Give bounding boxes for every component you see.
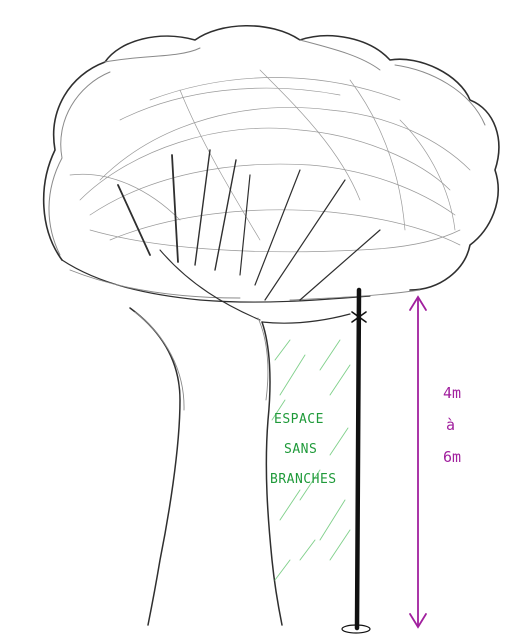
zone-label-line1: ESPACE bbox=[274, 412, 324, 427]
height-label-line3: 6m bbox=[443, 448, 461, 466]
branchless-zone-hatch bbox=[272, 340, 350, 580]
height-label-line2: à bbox=[446, 416, 455, 434]
tree-trunk bbox=[130, 308, 350, 625]
zone-label-line3: BRANCHES bbox=[270, 472, 337, 487]
height-label: 4m à 6m bbox=[443, 384, 461, 466]
zone-label-line2: SANS bbox=[284, 442, 317, 457]
height-pole bbox=[342, 290, 370, 633]
branchless-zone-label: ESPACE SANS BRANCHES bbox=[270, 412, 337, 487]
height-arrow bbox=[410, 297, 426, 627]
height-label-line1: 4m bbox=[443, 384, 461, 402]
canopy-shading bbox=[70, 70, 470, 252]
